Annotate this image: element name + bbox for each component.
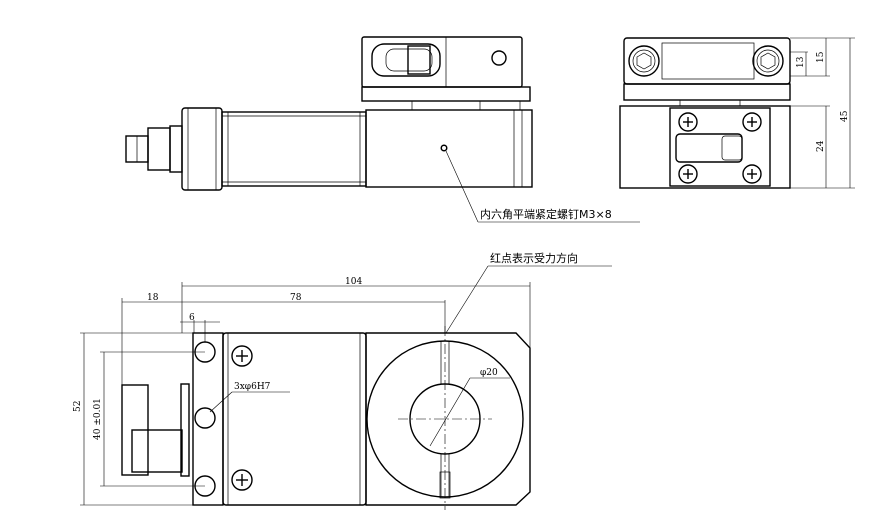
bore-label: φ20: [480, 368, 498, 378]
dim-104: 104: [345, 277, 362, 287]
front-fitting: [147, 127, 171, 171]
top-screw-upper: [231, 345, 253, 367]
side-view: [619, 37, 791, 189]
dim-15: 15: [816, 51, 826, 63]
set-screw-label: 内六角平端紧定螺钉M3×8: [480, 207, 612, 221]
front-lever-outline: [371, 43, 441, 77]
side-lower-body: [619, 105, 791, 189]
top-view: [121, 326, 531, 510]
side-upper-clamp: [623, 37, 791, 85]
front-clamp-hole: [491, 50, 507, 66]
front-cylinder-tube: [221, 111, 367, 187]
force-direction-label: 红点表示受力方向: [490, 251, 578, 265]
front-lever-slot: [385, 48, 433, 72]
dim-40: 40 ±0.01: [93, 398, 103, 440]
side-hex-bolt-right: [752, 45, 784, 77]
top-hole-2: [194, 407, 216, 429]
dim-6: 6: [189, 313, 195, 323]
dim-52: 52: [73, 401, 83, 412]
front-main-body: [365, 109, 533, 188]
side-hex-bolt-left: [628, 45, 660, 77]
dim-45: 45: [840, 110, 850, 122]
dim-18: 18: [147, 293, 159, 303]
top-clamp-block: [365, 332, 531, 506]
dim-13: 13: [796, 56, 806, 68]
side-corner-screws: [678, 112, 762, 184]
front-view: [125, 36, 533, 191]
dim-78: 78: [290, 293, 302, 303]
top-screw-lower: [231, 469, 253, 491]
top-middle-body: [222, 332, 367, 506]
dim-24: 24: [816, 140, 826, 152]
side-lever: [675, 133, 743, 163]
holes-label: 3xφ6H7: [234, 382, 271, 392]
